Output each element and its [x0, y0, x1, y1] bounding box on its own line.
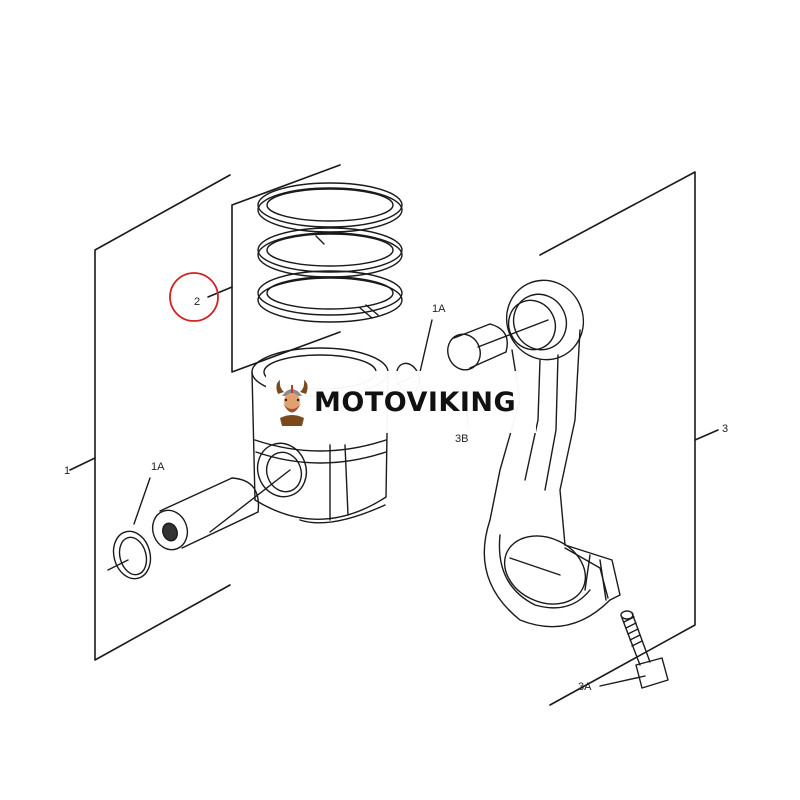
- group-bracket-2: [207, 164, 341, 373]
- brand-watermark: MOTOVIKING: [266, 371, 536, 433]
- callout-3: 3: [722, 423, 728, 435]
- group-bracket-1: [69, 174, 231, 661]
- callout-1a-left: 1A: [151, 461, 165, 473]
- callout-1a-top: 1A: [432, 303, 446, 315]
- piston-boss: [329, 444, 349, 521]
- callout-3b: 3B: [455, 433, 468, 445]
- group-bracket-3: [539, 171, 719, 706]
- brand-name: MOTOVIKING: [314, 386, 517, 418]
- callout-3a: 3A: [578, 681, 592, 693]
- connecting-rod: [483, 279, 621, 628]
- retaining-ring-left: [107, 477, 152, 580]
- rod-bolt: [599, 610, 669, 689]
- piston-pin: [151, 469, 291, 551]
- viking-logo-icon: [276, 380, 308, 426]
- highlight-circle: [169, 272, 219, 322]
- callout-1: 1: [64, 465, 70, 477]
- piston-ring-top: [257, 182, 403, 233]
- callout-2: 2: [194, 296, 200, 308]
- piston-ring-middle: [257, 227, 403, 278]
- piston-pin-bore: [256, 442, 308, 498]
- piston-ring-set: [257, 182, 403, 323]
- piston-ring-oil: [257, 270, 403, 323]
